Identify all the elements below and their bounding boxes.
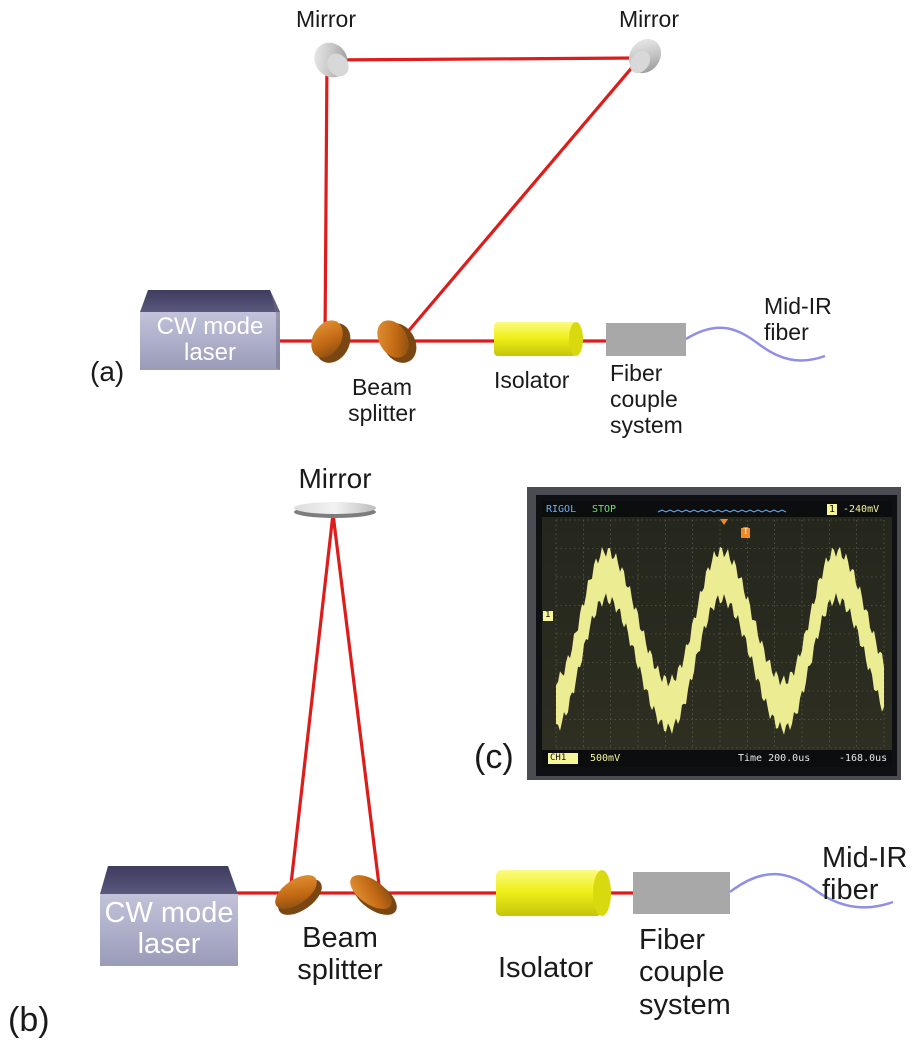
mid-ir-label-a-line2: fiber <box>764 318 809 345</box>
scope-trace <box>556 546 884 735</box>
fiber-couple-label-a-line2: couple <box>610 385 678 412</box>
beam-splitter-label-a-line1: Beam <box>351 374 413 400</box>
fiber-couple-label-b: Fiber couple system <box>639 924 731 1021</box>
scope-channel-marker-letter: 1 <box>545 610 551 620</box>
ch1-badge <box>548 753 578 764</box>
isolator-label-a: Isolator <box>494 367 570 393</box>
beam-splitter-label-a: Beam splitter <box>332 374 432 427</box>
trigger-level-icon <box>741 528 750 538</box>
mid-ir-label-b-line1: Mid-IR <box>822 842 908 874</box>
beam-path-a <box>276 56 642 343</box>
scope-trigger-flag: 1 <box>827 504 838 515</box>
scope-status: STOP <box>592 504 617 515</box>
beam-splitter-label-b-line1: Beam <box>302 922 378 954</box>
panel-label-b: (b) <box>8 1001 50 1039</box>
scope-brand: RIGOL <box>546 504 577 515</box>
fiber-coupler-icon <box>606 323 686 356</box>
scope-volts-per-div: 500mV <box>590 753 621 764</box>
laser-label-a-line1: CW mode <box>156 313 264 340</box>
mid-ir-label-a: Mid-IR fiber <box>764 293 832 346</box>
laser-box-icon <box>100 866 238 966</box>
mirror-label-right: Mirror <box>618 6 680 32</box>
beam-splitter-label-b-line2: splitter <box>297 954 383 987</box>
panel-label-a: (a) <box>90 356 125 387</box>
beam-splitter-icon <box>275 875 322 915</box>
beam-splitter-label-b: Beam splitter <box>280 922 400 987</box>
laser-label-b: CW mode laser <box>100 897 238 961</box>
trigger-marker-icon <box>720 519 728 525</box>
channel-marker-icon <box>543 611 553 621</box>
mirror-icon <box>294 502 376 518</box>
laser-label-b-line2: laser <box>137 928 201 961</box>
panel-a <box>140 38 826 370</box>
mid-ir-label-b: Mid-IR fiber <box>822 842 907 907</box>
fiber-couple-label-a-line3: system <box>610 411 683 438</box>
panel-b <box>100 502 894 966</box>
isolator-cylinder-icon <box>494 322 583 356</box>
isolator-cylinder-icon <box>496 870 611 916</box>
scope-screen <box>542 501 892 767</box>
beam-splitter-icon <box>377 320 417 363</box>
mid-ir-label-b-line2: fiber <box>822 874 879 907</box>
mirror-icon <box>314 42 349 78</box>
laser-label-a: CW mode laser <box>140 314 280 366</box>
fiber-couple-label-b-line2: couple <box>639 956 725 989</box>
scope-trigger-offset: -168.0us <box>839 753 888 764</box>
mirror-icon <box>628 38 662 74</box>
oscilloscope-photo <box>527 487 901 780</box>
isolator-label-b: Isolator <box>498 952 594 984</box>
laser-label-a-line2: laser <box>183 338 237 366</box>
laser-box-icon <box>140 290 280 370</box>
mid-ir-label-a-line1: Mid-IR <box>764 293 832 319</box>
scope-trigger-marker-letter: T <box>743 527 749 537</box>
mirror-label-left: Mirror <box>295 6 357 32</box>
scope-time-base: Time 200.0us <box>738 753 811 764</box>
waveform-overview <box>657 509 787 513</box>
fiber-coupler-icon <box>633 872 730 914</box>
beam-splitter-icon <box>350 875 397 915</box>
fiber-couple-label-b-line3: system <box>639 988 731 1021</box>
beam-splitter-label-a-line2: splitter <box>348 399 416 426</box>
mid-ir-fiber-a <box>685 326 826 362</box>
laser-label-b-line1: CW mode <box>104 897 234 929</box>
scope-trigger-readout: -240mV <box>843 504 880 515</box>
mirror-label-b: Mirror <box>298 463 372 494</box>
fiber-couple-label-a: Fiber couple system <box>610 360 683 438</box>
panel-label-c: (c) <box>474 738 514 776</box>
beam-splitter-icon <box>311 320 351 363</box>
fiber-couple-label-b-line1: Fiber <box>639 924 706 956</box>
scope-channel: CH1 <box>550 753 567 763</box>
mid-ir-fiber-b <box>729 872 894 909</box>
fiber-couple-label-a-line1: Fiber <box>610 360 663 386</box>
